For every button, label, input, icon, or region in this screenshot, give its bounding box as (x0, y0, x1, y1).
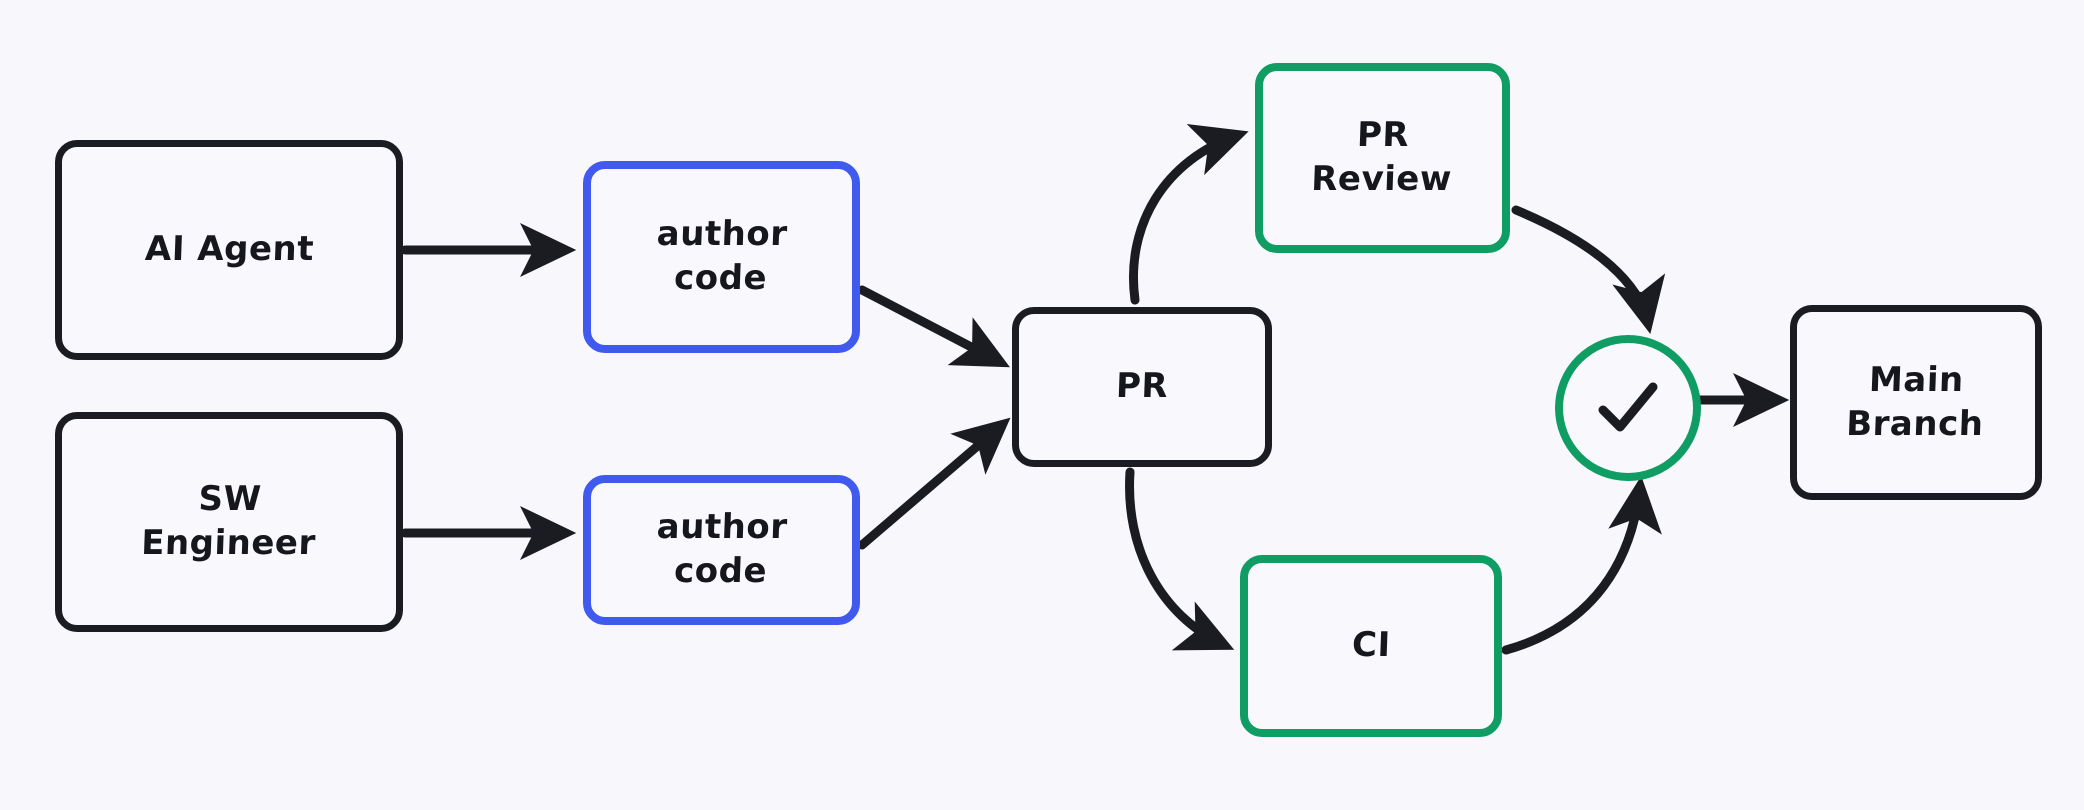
edge-pr-to-ci (1125, 467, 1235, 651)
node-pr-label: PR (1115, 366, 1169, 407)
node-main-branch[interactable]: Main Branch (1790, 305, 2042, 500)
edge-prreview-to-check (1511, 205, 1666, 335)
node-author-code-bottom-label: author code (656, 507, 789, 591)
node-ai-agent[interactable]: AI Agent (55, 140, 403, 360)
node-ci-label: CI (1351, 625, 1392, 666)
node-ci[interactable]: CI (1240, 555, 1502, 737)
edge-authortop-to-pr (857, 285, 1010, 368)
node-pr-review-label: PR Review (1310, 115, 1453, 199)
check-mark-badge[interactable] (1555, 335, 1701, 481)
node-author-code-top-label: author code (656, 214, 789, 298)
check-icon (1598, 382, 1658, 432)
edge-authorbottom-to-pr (857, 417, 1011, 550)
node-author-code-top[interactable]: author code (583, 161, 860, 353)
node-pr-review[interactable]: PR Review (1255, 63, 1510, 253)
node-pr[interactable]: PR (1012, 307, 1272, 467)
node-author-code-bottom[interactable]: author code (583, 475, 860, 625)
edge-pr-to-prreview (1129, 124, 1249, 305)
node-sw-engineer-label: SW Engineer (140, 479, 317, 563)
node-sw-engineer[interactable]: SW Engineer (55, 412, 403, 632)
edge-ci-to-check (1501, 475, 1662, 655)
node-main-branch-label: Main Branch (1845, 359, 1985, 444)
node-ai-agent-label: AI Agent (143, 229, 315, 270)
